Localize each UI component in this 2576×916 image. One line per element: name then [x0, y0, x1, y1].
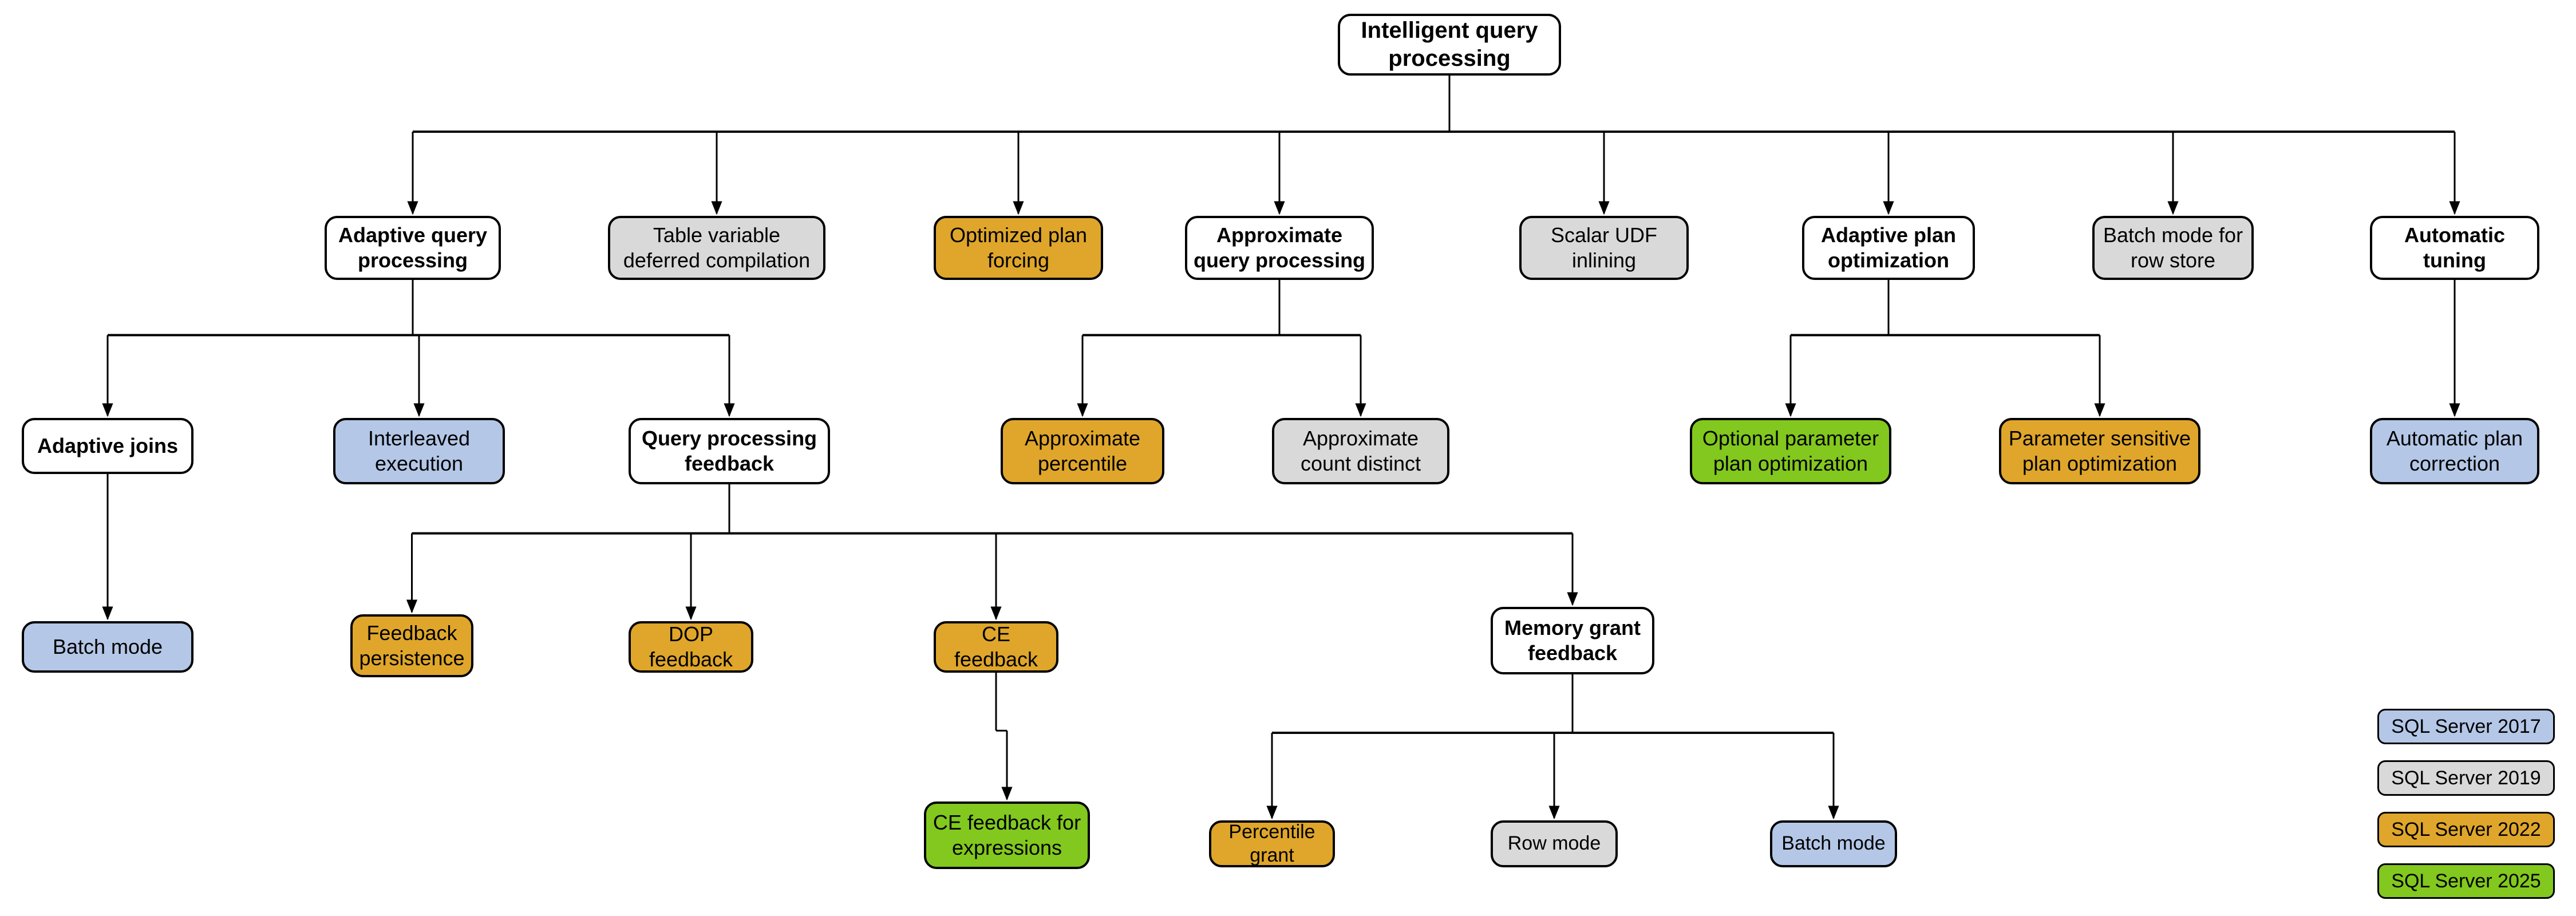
- node-label: Interleaved execution: [368, 427, 471, 475]
- legend-item-sql-server-2017[interactable]: SQL Server 2017: [2377, 709, 2555, 744]
- node-aqp[interactable]: Adaptive query processing: [325, 216, 501, 280]
- node-label: Approximate count distinct: [1300, 427, 1421, 475]
- node-fbpers[interactable]: Feedback persistence: [350, 614, 473, 677]
- node-label: Adaptive joins: [37, 434, 179, 458]
- node-pgrant[interactable]: Percentile grant: [1209, 820, 1335, 867]
- node-apc[interactable]: Automatic plan correction: [2370, 418, 2539, 484]
- legend-item-label: SQL Server 2025: [2391, 870, 2541, 892]
- legend-item-sql-server-2025[interactable]: SQL Server 2025: [2377, 863, 2555, 899]
- node-tvdc[interactable]: Table variable deferred compilation: [608, 216, 825, 280]
- node-bmode2[interactable]: Batch mode: [1770, 820, 1897, 867]
- legend-item-sql-server-2022[interactable]: SQL Server 2022: [2377, 812, 2555, 847]
- node-label: Optional parameter plan optimization: [1702, 427, 1879, 475]
- node-label: Query processing feedback: [641, 427, 817, 475]
- node-label: Table variable deferred compilation: [623, 223, 811, 272]
- node-qpf[interactable]: Query processing feedback: [629, 418, 830, 484]
- node-apo[interactable]: Adaptive plan optimization: [1802, 216, 1975, 280]
- node-label: Intelligent query processing: [1361, 18, 1538, 71]
- node-mgfb[interactable]: Memory grant feedback: [1491, 607, 1654, 674]
- node-label: Percentile grant: [1228, 820, 1315, 866]
- node-label: Parameter sensitive plan optimization: [2008, 427, 2191, 475]
- node-ajoins[interactable]: Adaptive joins: [22, 418, 193, 474]
- node-label: Approximate percentile: [1024, 427, 1141, 475]
- node-label: Optimized plan forcing: [949, 223, 1088, 272]
- node-autotune[interactable]: Automatic tuning: [2370, 216, 2539, 280]
- node-label: Row mode: [1507, 832, 1601, 855]
- node-label: CE feedback: [954, 622, 1038, 671]
- node-root[interactable]: Intelligent query processing: [1338, 14, 1561, 76]
- node-label: Automatic tuning: [2404, 223, 2505, 272]
- node-apct[interactable]: Approximate percentile: [1001, 418, 1164, 484]
- node-label: Adaptive plan optimization: [1820, 223, 1957, 272]
- node-label: Approximate query processing: [1193, 223, 1366, 272]
- legend-item-label: SQL Server 2022: [2391, 818, 2541, 840]
- node-label: Feedback persistence: [359, 621, 465, 670]
- node-acd[interactable]: Approximate count distinct: [1272, 418, 1449, 484]
- node-opf[interactable]: Optimized plan forcing: [934, 216, 1103, 280]
- node-label: DOP feedback: [649, 622, 733, 671]
- node-oppo[interactable]: Optional parameter plan optimization: [1690, 418, 1891, 484]
- node-label: Adaptive query processing: [338, 223, 488, 272]
- node-label: Scalar UDF inlining: [1550, 223, 1658, 272]
- legend-item-label: SQL Server 2017: [2391, 715, 2541, 737]
- node-label: Automatic plan correction: [2386, 427, 2523, 475]
- node-cefbx[interactable]: CE feedback for expressions: [924, 802, 1090, 869]
- node-rmode[interactable]: Row mode: [1491, 820, 1618, 867]
- node-dopfb[interactable]: DOP feedback: [629, 621, 753, 673]
- node-cefb[interactable]: CE feedback: [934, 621, 1058, 673]
- legend-item-sql-server-2019[interactable]: SQL Server 2019: [2377, 760, 2555, 796]
- node-label: Batch mode: [1781, 832, 1886, 855]
- node-label: CE feedback for expressions: [933, 811, 1081, 859]
- node-label: Memory grant feedback: [1504, 616, 1641, 665]
- connector-lines: [102, 76, 2460, 820]
- node-bmrs[interactable]: Batch mode for row store: [2092, 216, 2254, 280]
- node-pspo[interactable]: Parameter sensitive plan optimization: [1999, 418, 2200, 484]
- node-label: Batch mode: [52, 635, 163, 659]
- legend-item-label: SQL Server 2019: [2391, 767, 2541, 789]
- node-udf[interactable]: Scalar UDF inlining: [1519, 216, 1689, 280]
- node-label: Batch mode for row store: [2103, 223, 2243, 272]
- node-approx[interactable]: Approximate query processing: [1185, 216, 1374, 280]
- node-bmode1[interactable]: Batch mode: [22, 621, 193, 673]
- node-ilexec[interactable]: Interleaved execution: [333, 418, 505, 484]
